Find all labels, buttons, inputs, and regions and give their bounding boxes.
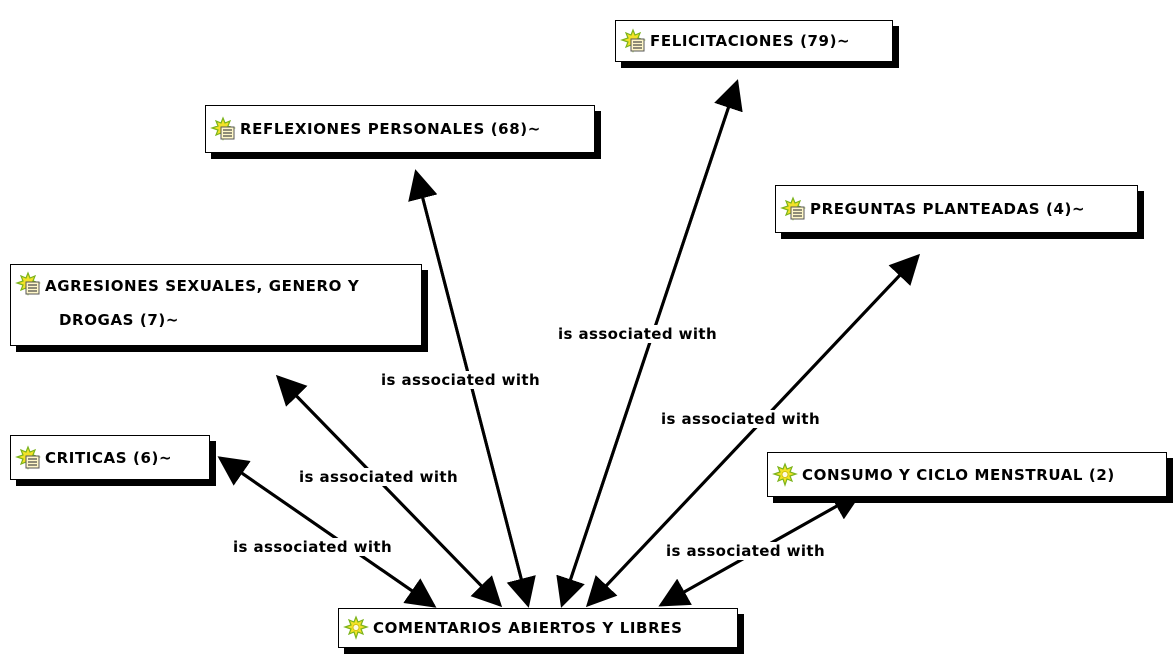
edge-label-criticas: is associated with	[232, 538, 394, 556]
code-icon	[343, 615, 369, 640]
code-comment-icon	[780, 196, 806, 221]
edge-label-consumo: is associated with	[665, 542, 827, 560]
edge-preguntas[interactable]	[585, 253, 921, 608]
node-comentarios[interactable]: COMENTARIOS ABIERTOS Y LIBRES	[338, 608, 738, 648]
node-label: COMENTARIOS ABIERTOS Y LIBRES	[373, 619, 683, 637]
edge-label-preguntas: is associated with	[660, 410, 822, 428]
edge-criticas[interactable]	[217, 456, 437, 608]
node-felicitaciones[interactable]: FELICITACIONES (79)~	[615, 20, 893, 62]
node-criticas[interactable]: CRITICAS (6)~	[10, 435, 210, 480]
node-label: CRITICAS (6)~	[45, 448, 173, 467]
code-comment-icon	[620, 28, 646, 53]
node-reflexiones[interactable]: REFLEXIONES PERSONALES (68)~	[205, 105, 595, 153]
edge-felicitaciones[interactable]	[556, 79, 743, 608]
node-preguntas[interactable]: PREGUNTAS PLANTEADAS (4)~	[775, 185, 1138, 233]
node-label-line-2: DROGAS (7)~	[59, 311, 180, 329]
code-comment-icon	[15, 271, 41, 296]
node-label: CONSUMO Y CICLO MENSTRUAL (2)	[802, 465, 1115, 484]
node-label: AGRESIONES SEXUALES, GENERO Y DROGAS (7)…	[45, 269, 359, 337]
edge-label-reflexiones: is associated with	[380, 371, 542, 389]
code-comment-icon	[15, 444, 41, 470]
node-label: PREGUNTAS PLANTEADAS (4)~	[810, 200, 1086, 218]
code-comment-icon	[210, 116, 236, 141]
node-agresiones[interactable]: AGRESIONES SEXUALES, GENERO Y DROGAS (7)…	[10, 264, 422, 346]
edge-agresiones[interactable]	[275, 374, 503, 608]
node-label: FELICITACIONES (79)~	[650, 32, 851, 50]
edge-label-agresiones: is associated with	[298, 468, 460, 486]
node-label-line-1: AGRESIONES SEXUALES, GENERO Y	[45, 277, 360, 295]
edge-label-felicitaciones: is associated with	[557, 325, 719, 343]
node-consumo[interactable]: CONSUMO Y CICLO MENSTRUAL (2)	[767, 452, 1167, 497]
node-label: REFLEXIONES PERSONALES (68)~	[240, 120, 541, 138]
code-icon	[772, 461, 798, 487]
